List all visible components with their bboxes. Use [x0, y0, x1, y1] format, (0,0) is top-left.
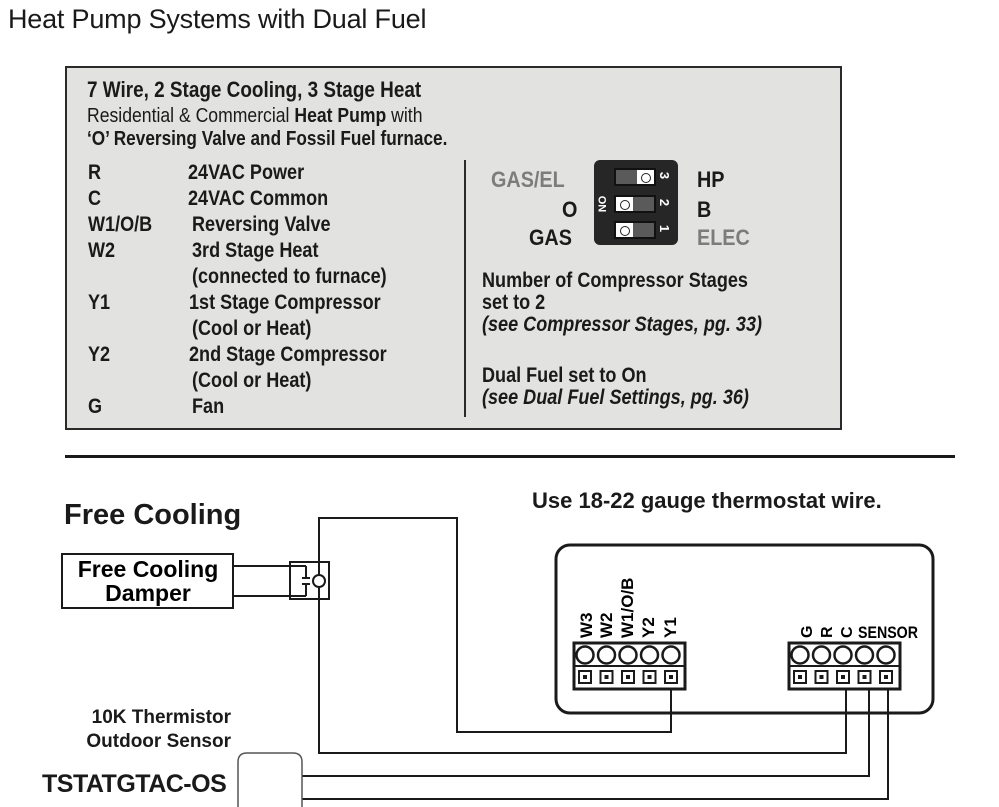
note-dual-fuel-line1: Dual Fuel set to On — [482, 364, 647, 387]
left-terminal-screw-dot-1 — [583, 675, 587, 679]
terminal-label-y1: Y1 — [661, 617, 680, 638]
sensor-label-line2: Outdoor Sensor — [86, 731, 231, 752]
dip1-right-label: ELEC — [697, 225, 750, 250]
dip-switch-1-toggle — [616, 223, 633, 237]
right-terminal-screw-dot-4 — [862, 675, 867, 679]
terminal-desc-r: 24VAC Power — [188, 161, 305, 184]
left-terminal-hole-1 — [575, 645, 595, 665]
terminal-desc-g: Fan — [192, 395, 225, 418]
right-terminal-screw-dot-5 — [884, 675, 888, 679]
left-terminal-hole-2 — [596, 645, 617, 665]
right-terminal-hole-1 — [790, 645, 810, 665]
subtitle-prefix: Residential & Commercial — [87, 105, 295, 127]
dip-switch-3-toggle — [637, 170, 654, 184]
subtitle-bold: Heat Pump — [294, 105, 387, 127]
note-compressor-line2: set to 2 — [482, 291, 546, 314]
wire-sensor-2 — [302, 676, 889, 800]
dip3-left-label: GAS/EL — [491, 167, 565, 192]
terminal-label-y2: Y2 — [639, 617, 658, 638]
section-divider — [65, 455, 955, 458]
terminal-desc-w2-note: (connected to furnace) — [192, 265, 387, 288]
dip-switch-2-toggle — [616, 197, 633, 211]
right-terminal-screw-dot-1 — [798, 675, 802, 679]
page-title: Heat Pump Systems with Dual Fuel — [8, 4, 427, 34]
terminal-label-g: G — [799, 626, 816, 638]
note-compressor-ref: (see Compressor Stages, pg. 33) — [482, 313, 763, 336]
panel-subtitle-line2: ‘O’ Reversing Valve and Fossil Fuel furn… — [87, 128, 448, 150]
terminal-code-c: C — [88, 187, 102, 210]
section-title-free-cooling: Free Cooling — [64, 499, 242, 531]
dip1-left-label: GAS — [529, 225, 572, 250]
terminal-code-y1: Y1 — [88, 291, 111, 314]
terminal-label-w1ob: W1/O/B — [618, 578, 637, 638]
dip-switch-block: ON 3 2 1 — [594, 160, 678, 245]
dip-switch-1[interactable] — [614, 221, 656, 239]
dip-switch-2[interactable] — [614, 195, 656, 213]
wire-gauge-note: Use 18-22 gauge thermostat wire. — [532, 488, 882, 513]
left-terminal-screw-dot-5 — [669, 675, 673, 679]
terminal-desc-y1: 1st Stage Compressor — [189, 291, 381, 314]
terminal-code-r: R — [88, 161, 102, 184]
note-compressor-stages: Number of Compressor Stages set to 2 (se… — [482, 270, 762, 336]
left-terminal-hole-3 — [618, 645, 638, 665]
relay-coil — [312, 574, 326, 588]
terminal-label-c: C — [839, 626, 856, 638]
damper-box — [61, 553, 234, 609]
note-dual-fuel: Dual Fuel set to On (see Dual Fuel Setti… — [482, 365, 749, 409]
note-dual-fuel-ref: (see Dual Fuel Settings, pg. 36) — [482, 386, 749, 409]
dip-switch-3[interactable] — [614, 168, 656, 186]
damper-label-line2: Damper — [105, 580, 191, 606]
panel-subtitle: Residential & Commercial Heat Pump with — [87, 105, 422, 128]
terminal-desc-w2: 3rd Stage Heat — [192, 239, 319, 262]
left-terminal-hole-4 — [639, 645, 660, 665]
terminal-desc-y2-note: (Cool or Heat) — [192, 369, 312, 392]
config-panel: 7 Wire, 2 Stage Cooling, 3 Stage Heat Re… — [65, 66, 842, 430]
terminal-code-g: G — [88, 395, 103, 418]
dip3-right-label: HP — [697, 167, 725, 192]
dip2-left-label: O — [562, 197, 578, 222]
relay-box — [289, 561, 330, 600]
right-terminal-hole-4 — [854, 645, 875, 665]
wire-y1 — [318, 517, 672, 733]
terminal-label-w3: W3 — [577, 613, 596, 639]
terminal-desc-y1-note: (Cool or Heat) — [192, 317, 312, 340]
terminal-code-w1ob: W1/O/B — [88, 213, 153, 236]
left-terminal-screw-dot-4 — [647, 675, 652, 679]
right-terminal-screw-dot-2 — [819, 675, 824, 679]
sensor-model: TSTATGTAC-OS — [42, 770, 227, 798]
panel-title: 7 Wire, 2 Stage Cooling, 3 Stage Heat — [87, 77, 422, 102]
left-terminal-screw-dot-2 — [604, 675, 609, 679]
note-compressor-line1: Number of Compressor Stages — [482, 269, 748, 292]
dip2-right-label: B — [697, 197, 712, 222]
terminal-label-sensor: SENSOR — [858, 623, 918, 642]
terminal-desc-y2: 2nd Stage Compressor — [189, 343, 387, 366]
terminal-code-w2: W2 — [88, 239, 116, 262]
right-terminal-hole-3 — [833, 645, 853, 665]
terminal-desc-w1ob: Reversing Valve — [192, 213, 331, 236]
thermostat-base — [554, 543, 935, 715]
right-terminal-screw-dot-3 — [841, 675, 845, 679]
terminal-desc-c: 24VAC Common — [188, 187, 329, 210]
subtitle-suffix: with — [386, 105, 423, 127]
outdoor-sensor-body — [237, 752, 303, 807]
left-terminal-hole-5 — [661, 645, 681, 665]
damper-label-line1: Free Cooling — [78, 556, 219, 582]
terminal-label-w2: W2 — [597, 613, 616, 639]
terminal-code-y2: Y2 — [88, 343, 111, 366]
terminal-label-r: R — [819, 626, 836, 638]
right-terminal-hole-5 — [876, 645, 896, 665]
panel-vertical-divider — [464, 160, 466, 417]
wire-sensor-1 — [302, 676, 870, 777]
right-terminal-hole-2 — [811, 645, 832, 665]
left-terminal-screw-dot-3 — [626, 675, 630, 679]
sensor-label-line1: 10K Thermistor — [91, 707, 231, 728]
